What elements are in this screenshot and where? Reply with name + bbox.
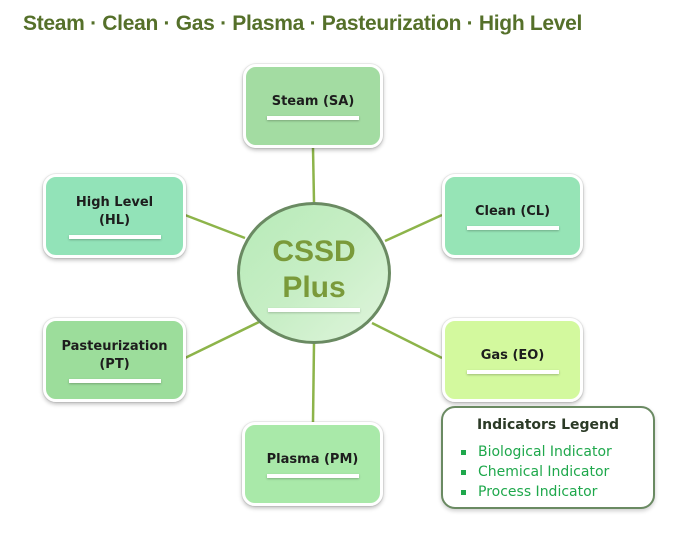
legend-item: Biological Indicator [461,442,612,462]
indicators-legend: Indicators Legend Biological Indicator C… [441,406,655,509]
legend-item: Chemical Indicator [461,462,612,482]
underline-bar [68,378,161,383]
underline-bar [466,369,559,374]
legend-item-label: Biological Indicator [478,444,612,460]
node-pasteurization[interactable]: Pasteurization (PT) [43,318,186,402]
hub-title-line1: CSSD [272,235,356,268]
hub-cssd-plus[interactable]: CSSD Plus [237,202,391,344]
underline-bar [268,308,360,312]
legend-item: Process Indicator [461,482,612,502]
bullet-icon [461,489,466,495]
legend-list: Biological Indicator Chemical Indicator … [461,442,612,502]
node-label: Clean (CL) [474,203,551,219]
bullet-icon [461,449,466,455]
diagram-title: Steam · Clean · Gas · Plasma · Pasteuriz… [23,12,583,35]
legend-item-label: Process Indicator [478,484,598,500]
underline-bar [266,473,359,478]
legend-item-label: Chemical Indicator [478,464,610,480]
link-gas [371,321,443,360]
node-clean[interactable]: Clean (CL) [442,174,583,258]
node-label: Plasma (PM) [266,451,359,467]
node-label-line2: (PT) [99,356,130,372]
node-label: Gas (EO) [480,347,545,363]
underline-bar [267,115,359,120]
bullet-icon [461,469,466,475]
link-clean [384,213,443,243]
link-pasteurization [184,320,260,360]
node-high-level[interactable]: High Level (HL) [43,174,186,258]
legend-title: Indicators Legend [476,417,620,433]
node-steam[interactable]: Steam (SA) [243,64,383,148]
node-label-line1: High Level [75,194,154,210]
node-label: Steam (SA) [271,93,355,109]
hub-title-line2: Plus [282,271,346,304]
node-label-line2: (HL) [98,212,131,228]
link-high-level [184,213,246,240]
link-plasma [311,342,316,423]
node-label-line1: Pasteurization [61,338,168,354]
link-steam [311,147,316,203]
node-plasma[interactable]: Plasma (PM) [242,422,383,506]
underline-bar [68,234,161,239]
node-gas[interactable]: Gas (EO) [442,318,583,402]
underline-bar [466,225,559,230]
